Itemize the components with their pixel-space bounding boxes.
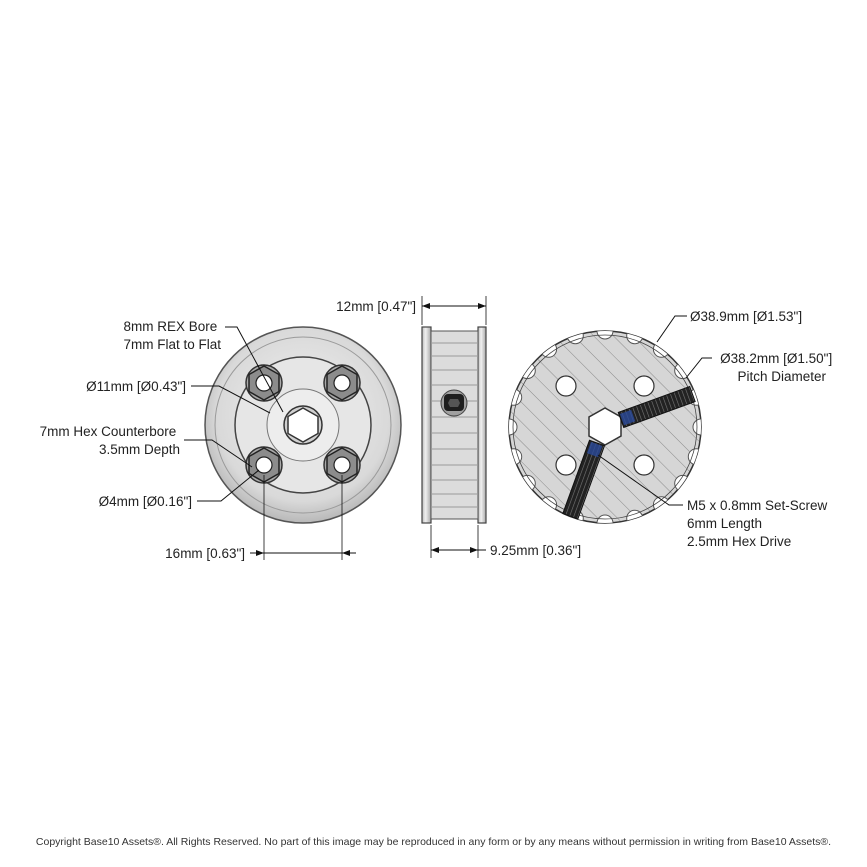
section-hole-top-right <box>633 375 655 397</box>
belt-width-dimension <box>430 525 486 558</box>
front-view: 8mm REX Bore 7mm Flat to Flat Ø11mm [Ø0.… <box>40 319 402 561</box>
set-screw-bottom <box>562 439 606 520</box>
flange-inner-edge <box>214 336 392 514</box>
hex-bore <box>283 405 323 445</box>
bore-diameter-label: Ø11mm [Ø0.43"] <box>86 379 186 394</box>
right-flange <box>477 326 487 524</box>
left-flange <box>421 326 432 524</box>
section-hole-top-left <box>555 375 577 397</box>
overall-width-dimension <box>421 296 487 325</box>
copyright-notice: Copyright Base10 Assets®. All Rights Res… <box>35 836 832 848</box>
hex-counterbore-bottom-right <box>323 446 361 484</box>
hex-counterbore-top-right <box>323 364 361 402</box>
set-screw-hole <box>440 389 468 417</box>
section-hole-bottom-left <box>555 454 577 476</box>
overall-width-label: 12mm [0.47"] <box>336 299 416 314</box>
pitch-diameter-label: Ø38.2mm [Ø1.50"] Pitch Diameter <box>720 351 836 384</box>
belt-width-label: 9.25mm [0.36"] <box>490 543 581 558</box>
side-view: 12mm [0.47"] 9.25mm [0.36"] <box>336 296 581 558</box>
pulley-teeth-body <box>430 330 479 520</box>
rex-bore-label: 8mm REX Bore 7mm Flat to Flat <box>123 319 221 352</box>
hex-counterbore-top-left <box>245 364 283 402</box>
pitch-circle <box>512 334 698 520</box>
set-screw-label: M5 x 0.8mm Set-Screw 6mm Length 2.5mm He… <box>687 498 831 549</box>
tooth-lines <box>431 342 478 508</box>
front-view-leaders <box>184 326 284 502</box>
counterbore-label: 7mm Hex Counterbore 3.5mm Depth <box>40 424 180 457</box>
set-screw-right <box>617 385 696 429</box>
section-view-leaders <box>597 315 712 506</box>
hole-diameter-label: Ø4mm [Ø0.16"] <box>99 494 192 509</box>
section-hole-bottom-right <box>633 454 655 476</box>
hole-spacing-label: 16mm [0.63"] <box>165 546 245 561</box>
outer-diameter-label: Ø38.9mm [Ø1.53"] <box>690 309 802 324</box>
hole-spacing-dimension <box>250 475 356 560</box>
section-view: Ø38.9mm [Ø1.53"] Ø38.2mm [Ø1.50"] Pitch … <box>508 309 836 549</box>
section-hex-bore <box>588 407 622 446</box>
